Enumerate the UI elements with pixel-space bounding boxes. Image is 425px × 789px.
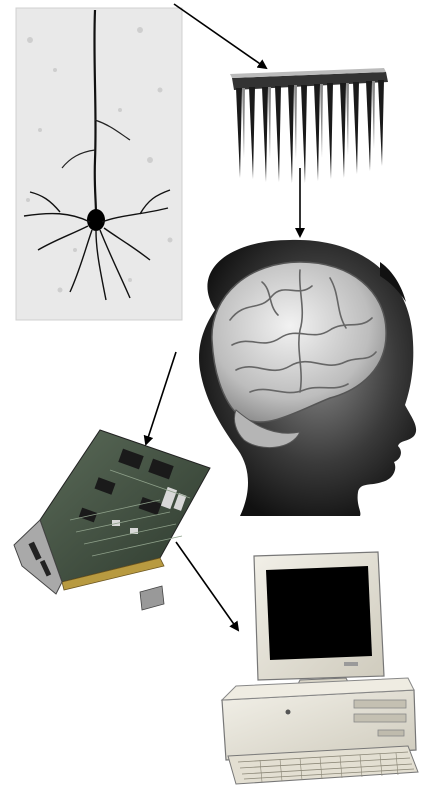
neuron-micrograph-icon bbox=[16, 8, 182, 320]
arrow-neuron-to-array bbox=[174, 4, 266, 68]
pci-card-icon bbox=[14, 430, 210, 610]
arrow-brain-to-card bbox=[146, 352, 176, 444]
desktop-computer-icon bbox=[222, 552, 418, 784]
brain-in-head-icon bbox=[199, 240, 416, 516]
arrow-card-to-computer bbox=[176, 542, 238, 630]
microelectrode-array-icon bbox=[230, 68, 388, 183]
